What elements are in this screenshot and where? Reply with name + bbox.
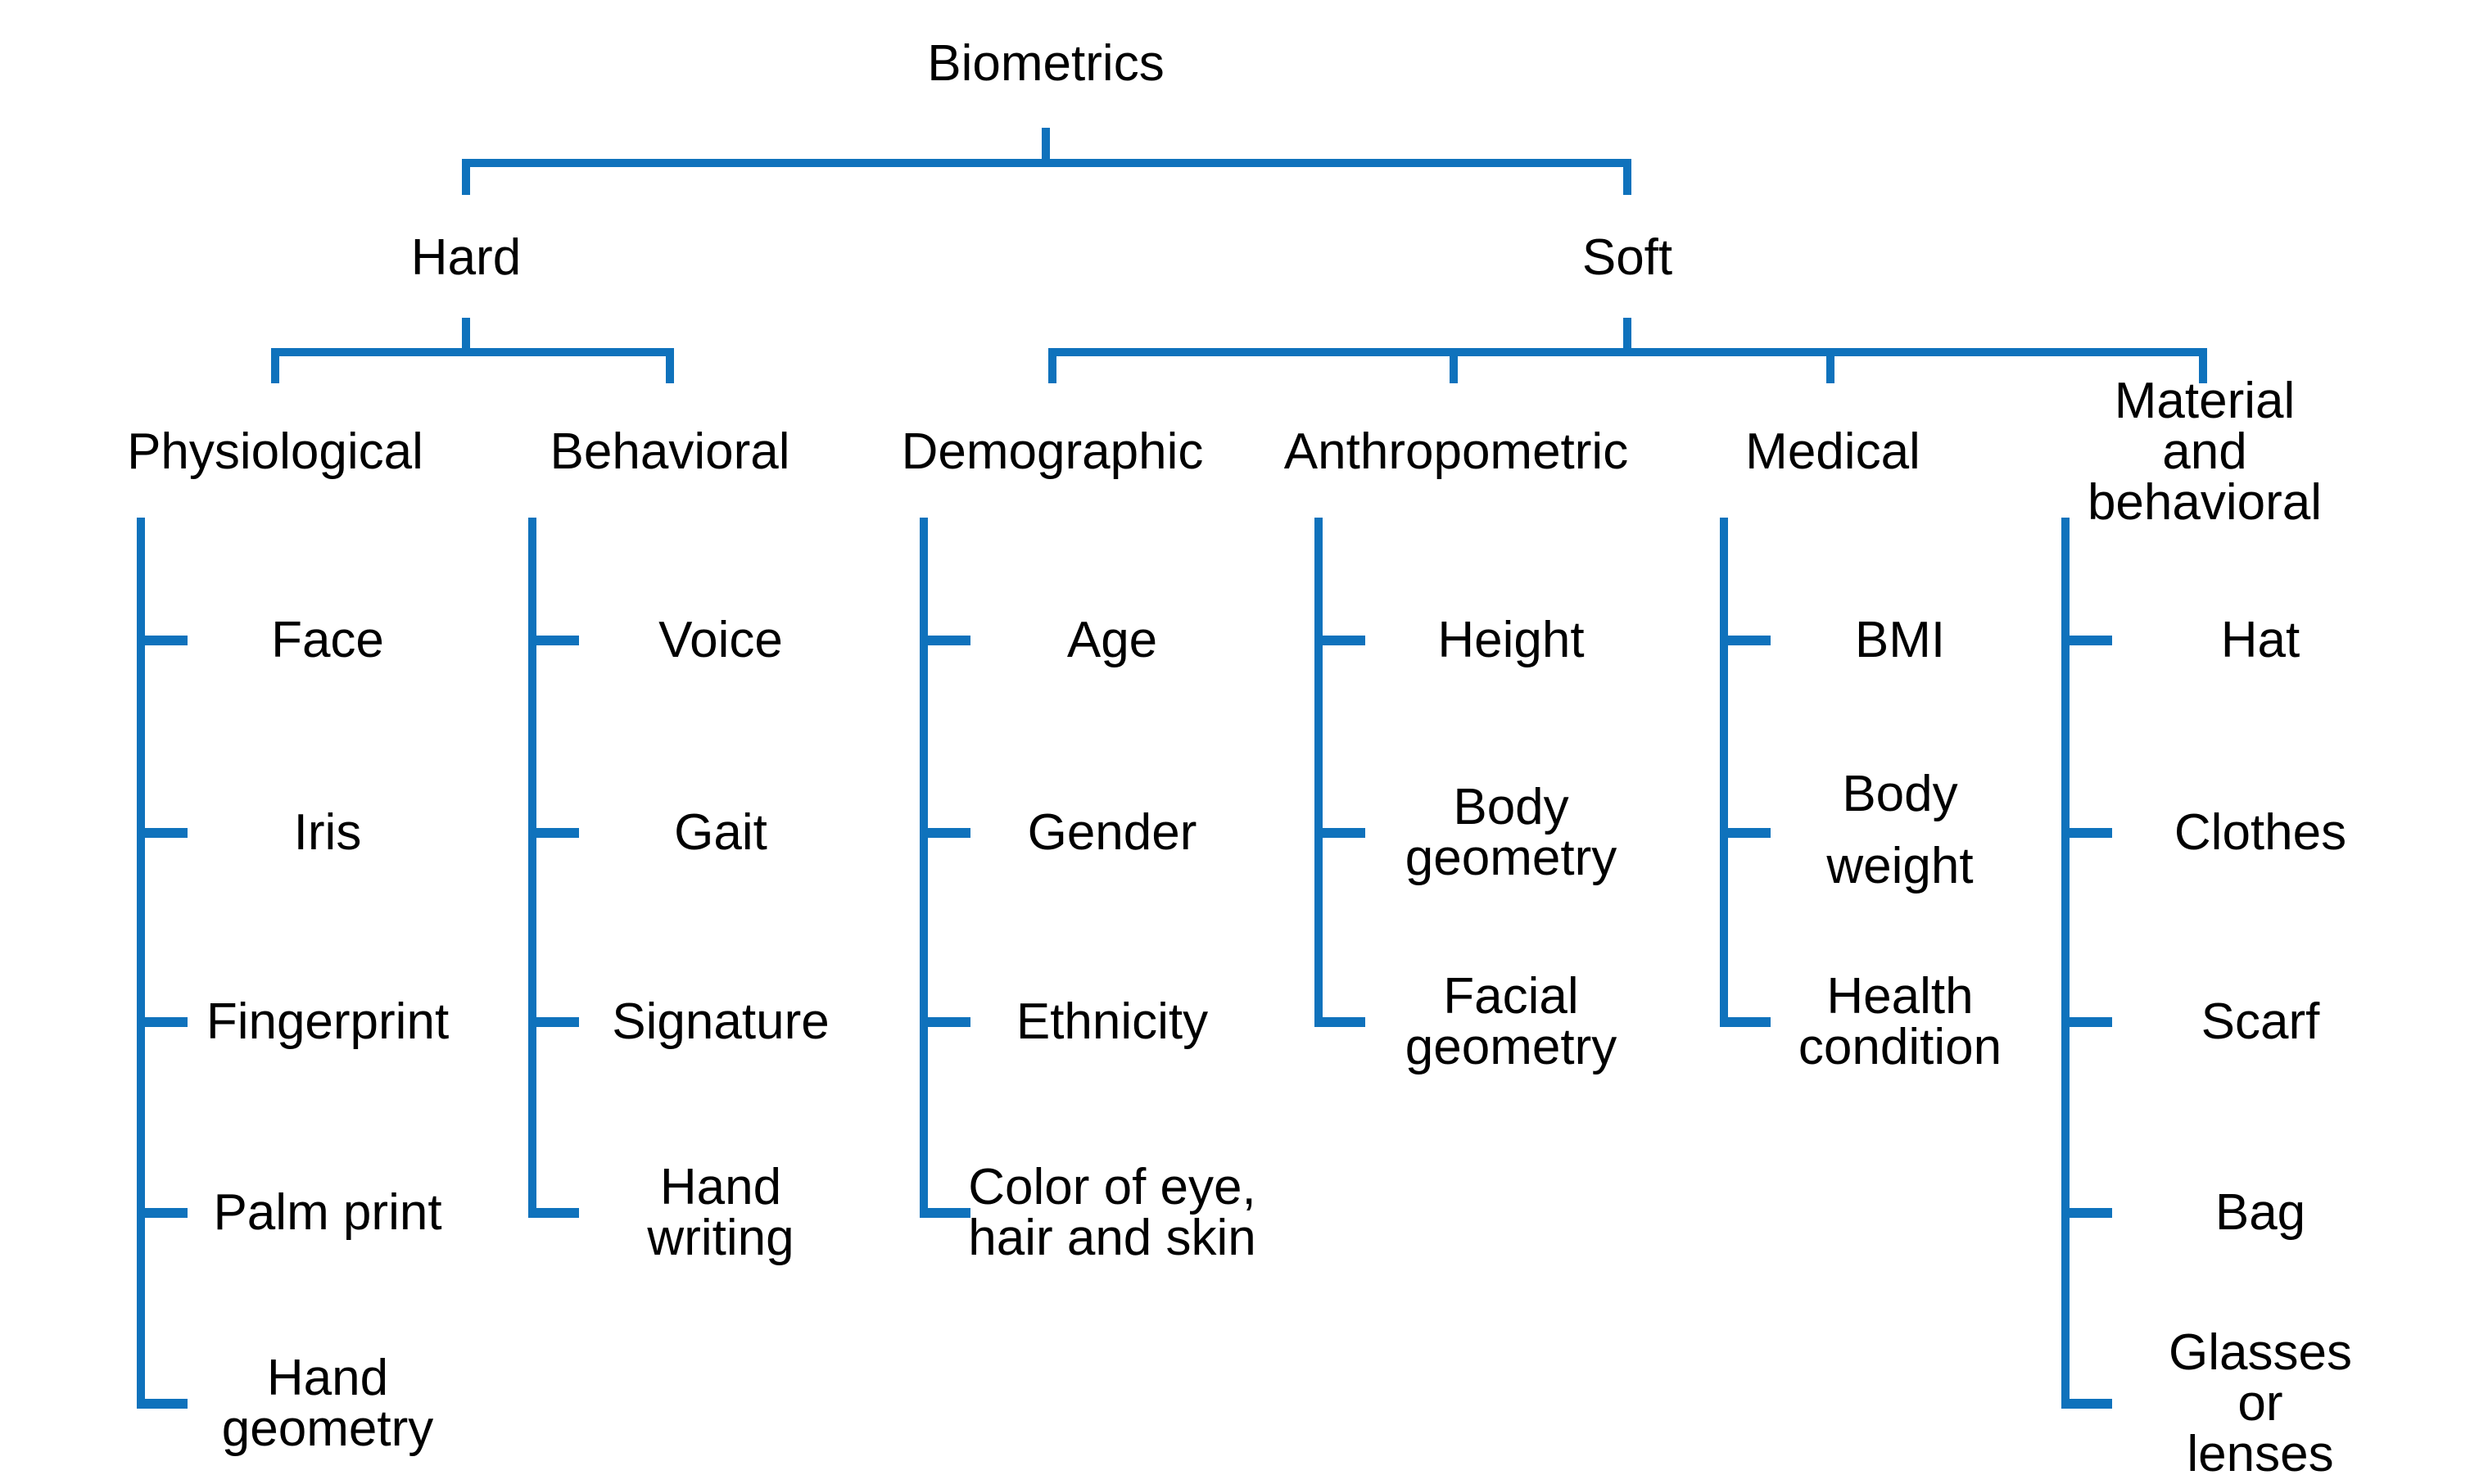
tick-height	[1314, 636, 1365, 645]
tree-item-fingerprint: Fingerprint	[206, 993, 450, 1050]
tree-item-gender: Gender	[1027, 804, 1197, 861]
hard-bracket-line	[271, 348, 674, 356]
tree-item-clothes: Clothes	[2174, 804, 2347, 861]
tree-item-eye-hair-skin-color: Color of eye, hair and skin	[968, 1159, 1256, 1266]
tick-signature	[528, 1017, 579, 1027]
tick-ethnicity	[920, 1017, 970, 1027]
level1-connector-line	[462, 159, 1631, 167]
tick-palm-print	[137, 1208, 188, 1218]
tree-item-hand-geometry: Hand geometry	[221, 1350, 434, 1457]
tree-item-palm-print: Palm print	[213, 1184, 442, 1241]
spine-medical	[1720, 518, 1728, 1027]
tree-item-face: Face	[271, 612, 384, 668]
column-header-material-behavioral: Material and behavioral	[2087, 373, 2323, 531]
level1-drop-soft	[1623, 159, 1631, 195]
tick-clothes	[2061, 828, 2112, 838]
tree-item-hand-writing: Hand writing	[647, 1159, 794, 1266]
tick-voice	[528, 636, 579, 645]
tick-eye-hair-skin-color	[920, 1208, 970, 1218]
hard-drop-physiological	[271, 348, 279, 383]
tick-fingerprint	[137, 1017, 188, 1027]
tree-item-age: Age	[1066, 612, 1158, 668]
tree-item-scarf: Scarf	[2201, 993, 2320, 1050]
tick-face	[137, 636, 188, 645]
column-header-demographic: Demographic	[901, 423, 1204, 480]
tick-hat	[2061, 636, 2112, 645]
branch-label-soft: Soft	[1581, 229, 1673, 286]
tick-age	[920, 636, 970, 645]
column-header-physiological: Physiological	[127, 423, 423, 480]
spine-demographic	[920, 518, 928, 1218]
level1-drop-hard	[462, 159, 470, 195]
spine-physiological	[137, 518, 145, 1409]
soft-drop-material	[2199, 348, 2207, 383]
tick-health-condition	[1720, 1017, 1771, 1027]
tree-item-body-geometry: Body geometry	[1405, 779, 1617, 886]
tick-facial-geometry	[1314, 1017, 1365, 1027]
tree-item-iris: Iris	[293, 804, 362, 861]
column-header-medical: Medical	[1745, 423, 1920, 480]
tick-body-geometry	[1314, 828, 1365, 838]
tick-glasses-or-lenses	[2061, 1399, 2112, 1409]
column-header-anthropometric: Anthropometric	[1283, 423, 1629, 480]
tree-item-ethnicity: Ethnicity	[1016, 993, 1209, 1050]
tick-hand-writing	[528, 1208, 579, 1218]
tree-item-hat: Hat	[2220, 612, 2300, 668]
tree-item-glasses-or-lenses: Glasses or lenses	[2169, 1324, 2352, 1482]
tree-item-signature: Signature	[612, 993, 830, 1050]
tick-scarf	[2061, 1017, 2112, 1027]
branch-label-hard: Hard	[410, 229, 522, 286]
tree-item-bmi: BMI	[1854, 612, 1946, 668]
tree-item-facial-geometry: Facial geometry	[1405, 968, 1617, 1075]
root-stub-line	[1042, 128, 1050, 167]
tick-bag	[2061, 1208, 2112, 1218]
tree-item-gait: Gait	[674, 804, 767, 861]
spine-material-behavioral	[2061, 518, 2070, 1409]
tree-item-body-weight: Body weight	[1826, 766, 1974, 894]
spine-behavioral	[528, 518, 536, 1218]
soft-bracket-line	[1048, 348, 2207, 356]
soft-stub-line	[1623, 318, 1631, 356]
tree-item-height: Height	[1437, 612, 1585, 668]
tick-bmi	[1720, 636, 1771, 645]
soft-drop-demographic	[1048, 348, 1056, 383]
tick-gender	[920, 828, 970, 838]
tree-item-health-condition: Health condition	[1798, 968, 2002, 1075]
hard-stub-line	[462, 318, 470, 356]
soft-drop-anthropometric	[1450, 348, 1458, 383]
column-header-behavioral: Behavioral	[550, 423, 790, 480]
tick-body-weight	[1720, 828, 1771, 838]
tree-item-voice: Voice	[658, 612, 783, 668]
spine-anthropometric	[1314, 518, 1323, 1027]
tick-iris	[137, 828, 188, 838]
hard-drop-behavioral	[666, 348, 674, 383]
tick-gait	[528, 828, 579, 838]
tick-hand-geometry	[137, 1399, 188, 1409]
diagram-title: Biometrics	[927, 35, 1165, 92]
soft-drop-medical	[1826, 348, 1834, 383]
tree-item-bag: Bag	[2214, 1184, 2306, 1241]
